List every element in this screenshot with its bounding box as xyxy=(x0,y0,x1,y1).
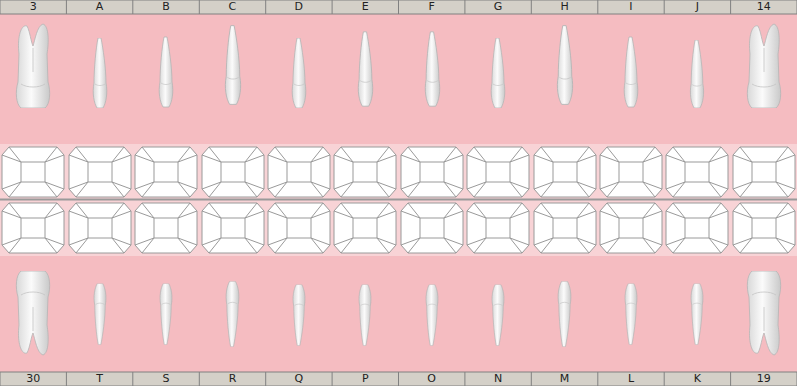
occlusal-diagram xyxy=(467,147,529,197)
tooth-number: 14 xyxy=(731,0,797,14)
primary-tooth xyxy=(93,38,107,108)
primary-canine xyxy=(558,281,571,347)
occlusal-diagram xyxy=(334,203,396,253)
occlusal-band xyxy=(0,144,797,256)
tooth-number: G xyxy=(465,0,531,14)
occlusal-diagram xyxy=(600,203,662,253)
primary-tooth xyxy=(159,37,173,107)
lower-molar xyxy=(747,271,780,355)
tooth-number: K xyxy=(664,372,730,386)
occlusal-diagram xyxy=(69,147,131,197)
tooth-number: M xyxy=(531,372,597,386)
primary-incisor xyxy=(425,32,439,106)
tooth-number: N xyxy=(465,372,531,386)
primary-tooth xyxy=(690,40,703,108)
lower-teeth xyxy=(16,271,780,355)
occlusal-diagram xyxy=(733,203,795,253)
tooth-number: Q xyxy=(266,372,332,386)
occlusal-diagram xyxy=(135,203,197,253)
primary-canine xyxy=(226,281,239,347)
tooth-number: B xyxy=(133,0,199,14)
tooth-number: O xyxy=(399,372,465,386)
upper-molar xyxy=(747,24,780,108)
primary-tooth xyxy=(624,37,638,107)
occlusal-diagram xyxy=(733,147,795,197)
tooth-number: F xyxy=(399,0,465,14)
tooth-number: 30 xyxy=(0,372,66,386)
tooth-number: J xyxy=(664,0,730,14)
tooth-number: T xyxy=(66,372,132,386)
occlusal-diagram xyxy=(600,147,662,197)
primary-incisor xyxy=(426,284,438,345)
occlusal-diagram xyxy=(202,203,264,253)
occlusal-diagram xyxy=(666,203,728,253)
tooth-number: H xyxy=(531,0,597,14)
occlusal-diagram xyxy=(534,203,596,253)
tooth-number: 3 xyxy=(0,0,66,14)
occlusal-diagram xyxy=(534,147,596,197)
tooth-number: 19 xyxy=(731,372,797,386)
lower-molar xyxy=(16,271,49,355)
occlusal-lower xyxy=(2,203,795,253)
occlusal-diagram xyxy=(401,203,463,253)
primary-tooth xyxy=(691,283,703,344)
occlusal-diagram xyxy=(2,147,64,197)
tooth-number: C xyxy=(199,0,265,14)
primary-canine xyxy=(225,26,240,105)
primary-incisor xyxy=(358,32,372,106)
upper-teeth xyxy=(16,24,780,108)
primary-tooth xyxy=(94,283,106,344)
primary-incisor xyxy=(359,284,371,345)
occlusal-diagram xyxy=(401,147,463,197)
primary-tooth xyxy=(160,283,172,344)
primary-incisor xyxy=(492,284,504,345)
primary-tooth xyxy=(292,38,306,108)
occlusal-diagram xyxy=(69,203,131,253)
primary-tooth xyxy=(625,283,637,344)
tooth-number: P xyxy=(332,372,398,386)
upper-molar xyxy=(16,24,49,108)
tooth-number: A xyxy=(66,0,132,14)
primary-incisor xyxy=(293,284,305,345)
occlusal-diagram xyxy=(268,147,330,197)
occlusal-diagram xyxy=(467,203,529,253)
occlusal-diagram xyxy=(202,147,264,197)
tooth-number: R xyxy=(199,372,265,386)
tooth-number: L xyxy=(598,372,664,386)
primary-tooth xyxy=(491,38,505,108)
occlusal-diagram xyxy=(334,147,396,197)
occlusal-diagram xyxy=(268,203,330,253)
tooth-number: E xyxy=(332,0,398,14)
occlusal-diagram xyxy=(2,203,64,253)
occlusal-diagram xyxy=(135,147,197,197)
occlusal-diagram xyxy=(666,147,728,197)
tooth-number: S xyxy=(133,372,199,386)
tooth-number: I xyxy=(598,0,664,14)
primary-canine xyxy=(557,26,572,105)
occlusal-upper xyxy=(2,147,795,197)
tooth-number: D xyxy=(266,0,332,14)
